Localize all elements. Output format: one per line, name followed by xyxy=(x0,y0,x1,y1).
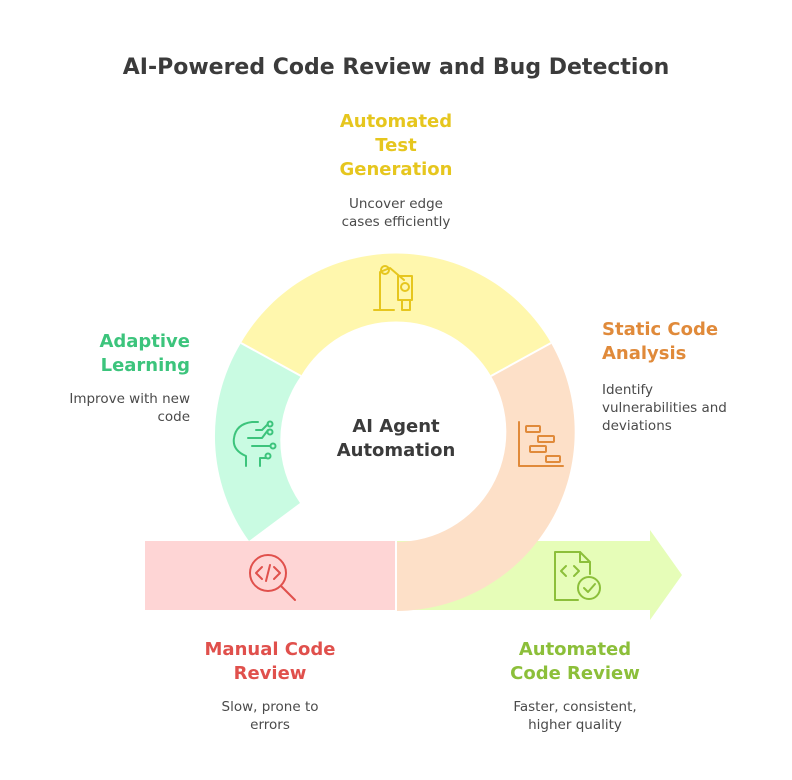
adaptive-learning-desc-line: Improve with new xyxy=(69,391,190,407)
center-label: AI Agent Automation xyxy=(306,415,486,463)
adaptive-learning-desc: Improve with new code xyxy=(10,390,190,426)
adaptive-learning-segment xyxy=(214,343,301,541)
adaptive-learning-title: Adaptive Learning xyxy=(10,330,190,378)
adaptive-learning-title-line: Learning xyxy=(100,355,190,376)
manual-review-desc: Slow, prone to errors xyxy=(170,698,370,734)
gantt-chart-icon xyxy=(518,421,564,467)
static-analysis-desc-line: Identify xyxy=(602,382,653,398)
static-analysis-title: Static Code Analysis xyxy=(602,318,782,366)
static-analysis-title-line: Static Code xyxy=(602,319,719,340)
test-generation-title-line: Generation xyxy=(339,159,453,180)
static-analysis-title-line: Analysis xyxy=(602,343,687,364)
code-search-icon xyxy=(249,554,296,601)
manual-review-bar xyxy=(145,541,396,610)
test-generation-desc-line: cases efficiently xyxy=(341,214,451,230)
static-analysis-desc: Identify vulnerabilities and deviations xyxy=(602,381,782,435)
center-label-line2: Automation xyxy=(336,440,456,461)
adaptive-learning-title-line: Adaptive xyxy=(99,331,190,352)
test-generation-title: Automated Test Generation xyxy=(296,110,496,182)
manual-review-title-line: Manual Code xyxy=(204,639,336,660)
adaptive-learning-desc-line: code xyxy=(157,409,190,425)
robot-arm-icon xyxy=(373,265,413,311)
automated-review-desc: Faster, consistent, higher quality xyxy=(470,698,680,734)
automated-review-title-line: Automated xyxy=(518,639,632,660)
manual-review-desc-line: errors xyxy=(250,717,290,733)
test-generation-desc: Uncover edge cases efficiently xyxy=(296,195,496,231)
test-generation-title-line: Automated xyxy=(339,111,453,132)
static-analysis-desc-line: deviations xyxy=(602,418,672,434)
test-generation-desc-line: Uncover edge xyxy=(348,196,443,212)
code-file-check-icon xyxy=(554,551,601,601)
manual-review-title: Manual Code Review xyxy=(170,638,370,686)
manual-review-title-line: Review xyxy=(233,663,307,684)
automated-review-desc-line: higher quality xyxy=(528,717,622,733)
automated-review-desc-line: Faster, consistent, xyxy=(513,699,637,715)
diagram-title: AI-Powered Code Review and Bug Detection xyxy=(122,55,670,80)
automated-review-title: Automated Code Review xyxy=(470,638,680,686)
brain-circuit-icon xyxy=(232,420,277,467)
manual-review-desc-line: Slow, prone to xyxy=(221,699,319,715)
static-analysis-segment xyxy=(396,343,575,611)
automated-review-title-line: Code Review xyxy=(510,663,640,684)
static-analysis-desc-line: vulnerabilities and xyxy=(602,400,727,416)
test-generation-title-line: Test xyxy=(375,135,417,156)
center-label-line1: AI Agent xyxy=(352,416,440,437)
test-generation-segment xyxy=(241,253,551,376)
